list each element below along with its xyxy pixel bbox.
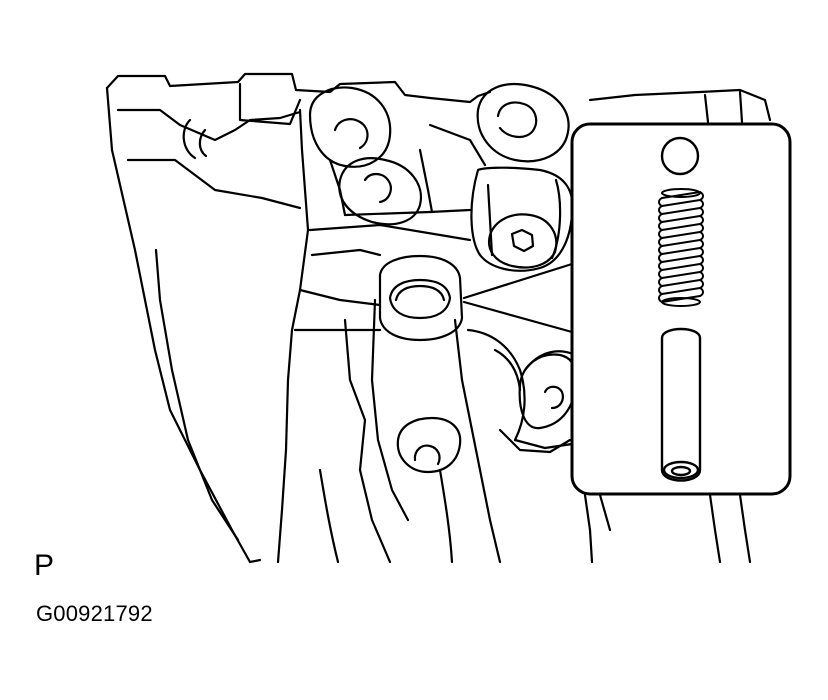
transmission-case-housing (105, 72, 772, 564)
leader-line (462, 262, 574, 300)
leader-line (462, 300, 574, 334)
marker-label: P (34, 549, 55, 582)
hex-socket-plug (470, 166, 574, 272)
ball (660, 136, 700, 176)
bolt-boss (396, 416, 462, 474)
bolt-boss (308, 86, 392, 168)
bolt-boss (518, 353, 578, 430)
hex-socket-icon (510, 228, 535, 253)
detail-inset (570, 122, 792, 496)
bore-hole (378, 254, 574, 342)
compression-spring (658, 188, 704, 307)
bolt-boss (476, 82, 570, 163)
figure-id: G00921792 (36, 601, 153, 626)
bolt-boss (338, 157, 423, 226)
pin (660, 327, 702, 482)
